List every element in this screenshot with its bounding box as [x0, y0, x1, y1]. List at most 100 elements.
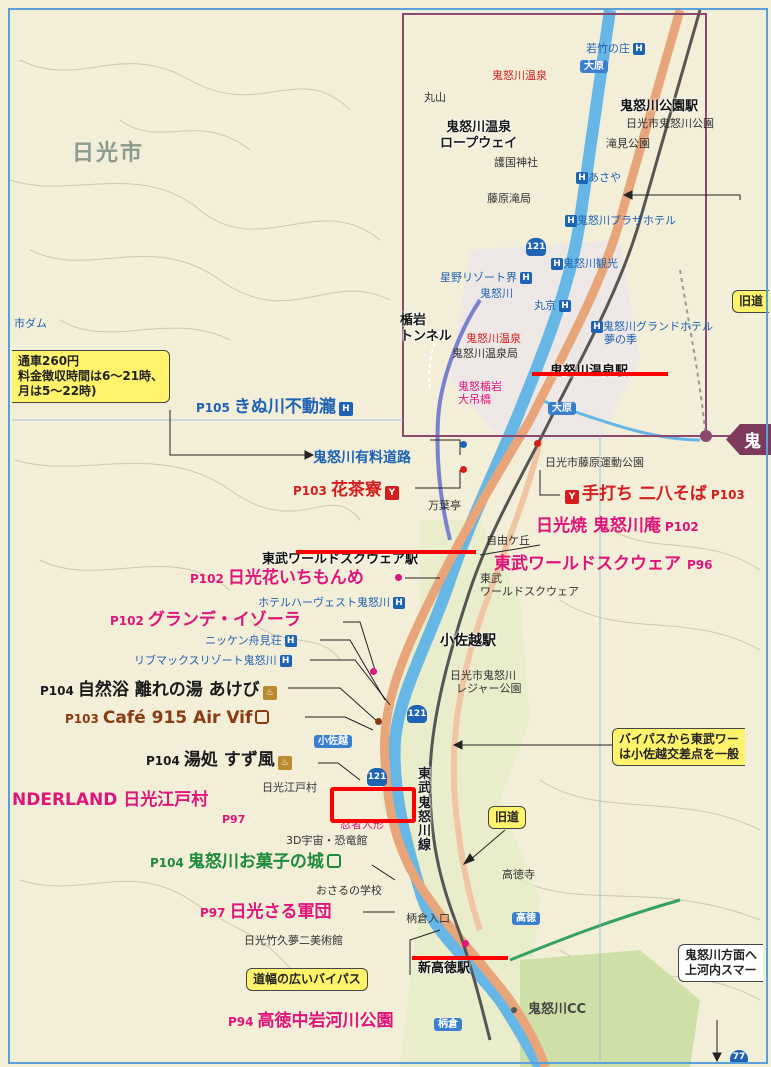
hotel-icon: H	[565, 215, 577, 227]
station-kinugawa-onsen[interactable]: 鬼怒川温泉駅	[550, 360, 628, 379]
tobu-line-char-3: 鬼	[418, 795, 432, 811]
dam-label: 市ダム	[14, 317, 47, 330]
poi-nakaiwa-page: P94	[228, 1015, 254, 1029]
poi-isola-page: P102	[110, 614, 144, 628]
hotel-marukyo-label: 丸京	[534, 299, 556, 312]
toll-road	[435, 298, 482, 541]
zoom-frame	[402, 13, 707, 437]
bridge-line1: 鬼怒楯岩	[458, 380, 502, 393]
city-label: 日光市	[72, 141, 145, 166]
poi-toll-road[interactable]: 鬼怒川有料道路	[313, 450, 411, 466]
tobu-line-char-1: 東	[418, 767, 432, 782]
leisure-park-line2: レジャー公園	[456, 682, 522, 696]
poi-tws-page: P96	[687, 558, 713, 572]
temple-label: 高徳寺	[502, 868, 535, 881]
highlight-box	[330, 787, 416, 823]
callout-direction: 鬼怒川方面へ 上河内スマー	[678, 944, 764, 982]
shop-icon	[326, 854, 341, 868]
poi-saru-page: P97	[200, 906, 226, 920]
poi-kinugawaan-page: P102	[664, 520, 699, 534]
poi-tws-name: 東武ワールドスクウェア	[494, 554, 681, 574]
station-tobu-world-square[interactable]: 東武ワールドスクウェア駅	[262, 552, 419, 567]
bridge-label[interactable]: 鬼怒楯岩 大吊橋	[458, 380, 502, 406]
bus-stop-ohara[interactable]: 大原	[548, 402, 576, 415]
hotel-harvest-label: ホテルハーヴェスト鬼怒川	[258, 596, 390, 609]
callout-toll-line3: 月は5～22時)	[18, 384, 97, 398]
hotel-icon: H	[633, 43, 645, 55]
golf-label: 鬼怒川CC	[528, 1002, 587, 1017]
poi-saru-name: 日光さる軍団	[229, 902, 332, 922]
poi-dot	[534, 440, 541, 447]
highlight-underline-tobu-ws	[296, 550, 476, 554]
hotel-icon: H	[559, 300, 571, 312]
tobu-line-label: 東 武 鬼 怒 川 線	[418, 767, 432, 854]
callout-wide-bypass: 道幅の広いバイパス	[246, 968, 368, 991]
highlight-underline-shin-takatoku	[412, 956, 508, 960]
poi-dot	[375, 718, 382, 725]
callout-bypass-line2: は小佐越交差点を一般	[619, 747, 740, 761]
poi-cafe-page: P103	[65, 712, 99, 726]
poi-kinugawaan-name: 日光焼 鬼怒川庵	[536, 516, 661, 536]
leisure-park-line1: 日光市鬼怒川	[450, 669, 516, 682]
bus-stop-takatoku[interactable]: 高徳	[512, 912, 540, 925]
bus-stop-kurahara[interactable]: 柄倉	[434, 1018, 462, 1031]
poi-soba-name: 手打ち 二八そば	[582, 484, 707, 504]
hotel-hoshino-label: 星野リゾート界	[440, 271, 517, 284]
tobu-line-char-4: 怒	[418, 809, 432, 825]
station-shin-takatoku[interactable]: 新高徳駅	[418, 961, 471, 976]
bus-stop-kosagoe[interactable]: 小佐越	[314, 735, 352, 748]
station-kosagoe[interactable]: 小佐越駅	[440, 633, 496, 649]
route-121-shield-3: 121	[367, 768, 387, 786]
poi-dot	[395, 574, 402, 581]
post-office-label: 藤原滝局	[487, 192, 531, 205]
tunnel-line1: 楯岩	[400, 313, 427, 328]
poi-fudotaki-page: P105	[196, 401, 230, 415]
ropeway-label[interactable]: 鬼怒川温泉 ロープウェイ	[440, 120, 517, 151]
hotel-icon: H	[576, 172, 588, 184]
edomura-label: 日光江戸村	[262, 781, 317, 794]
restaurant-icon: Y	[565, 490, 579, 504]
post-office2-label: 鬼怒川温泉局	[452, 347, 518, 360]
station-kinugawa-koen[interactable]: 鬼怒川公園駅	[620, 99, 699, 114]
poi-tobu-world-square[interactable]: 東武ワールドスクウェア P96	[494, 556, 717, 573]
poi-okashi-name: 鬼怒川お菓子の城	[187, 852, 324, 872]
poi-hanaichi-page: P102	[190, 572, 224, 586]
ropeway-line1: 鬼怒川温泉	[446, 120, 512, 135]
hotel-icon: H	[338, 402, 353, 416]
poi-suzukaze-page: P104	[146, 754, 180, 768]
callout-bypass-line1: バイパスから東武ワー	[619, 732, 739, 746]
bus-stop-top[interactable]: 大原	[580, 60, 608, 73]
callout-direction-line2: 上河内スマー	[685, 963, 757, 977]
tobu-ws-line1: 東武	[480, 572, 502, 585]
poi-suzukaze-name: 湯処 すず風	[183, 750, 275, 770]
callout-toll-line1: 通車260円	[18, 354, 80, 368]
hotel-grand-line2: 夢の季	[604, 333, 637, 347]
ropeway-line2: ロープウェイ	[440, 135, 518, 151]
poi-edo-wonderland[interactable]: NDERLAND 日光江戸村	[12, 792, 208, 809]
hotel-plaza-label: 鬼怒川プラザホテル	[577, 214, 676, 227]
onsen-top-label: 鬼怒川温泉	[492, 69, 547, 82]
